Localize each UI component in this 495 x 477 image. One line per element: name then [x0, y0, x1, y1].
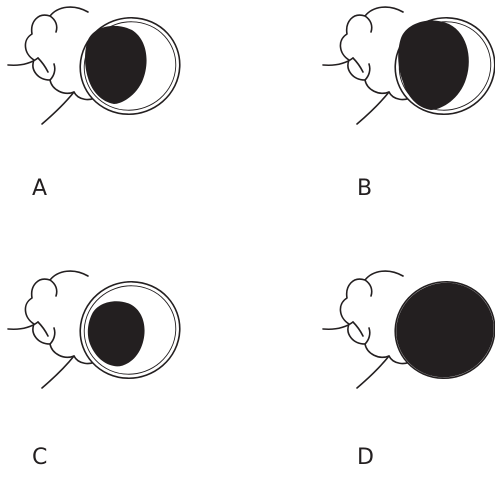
- panel-b: [323, 4, 495, 128]
- panel-c: [8, 268, 193, 392]
- panel-a: [8, 4, 193, 128]
- panel-label-c: C: [32, 445, 47, 470]
- pigment-spot: [383, 269, 495, 391]
- panel-d: [323, 268, 495, 392]
- panel-label-d: D: [357, 445, 374, 470]
- panel-label-b: B: [357, 176, 372, 201]
- panel-label-a: A: [32, 176, 47, 201]
